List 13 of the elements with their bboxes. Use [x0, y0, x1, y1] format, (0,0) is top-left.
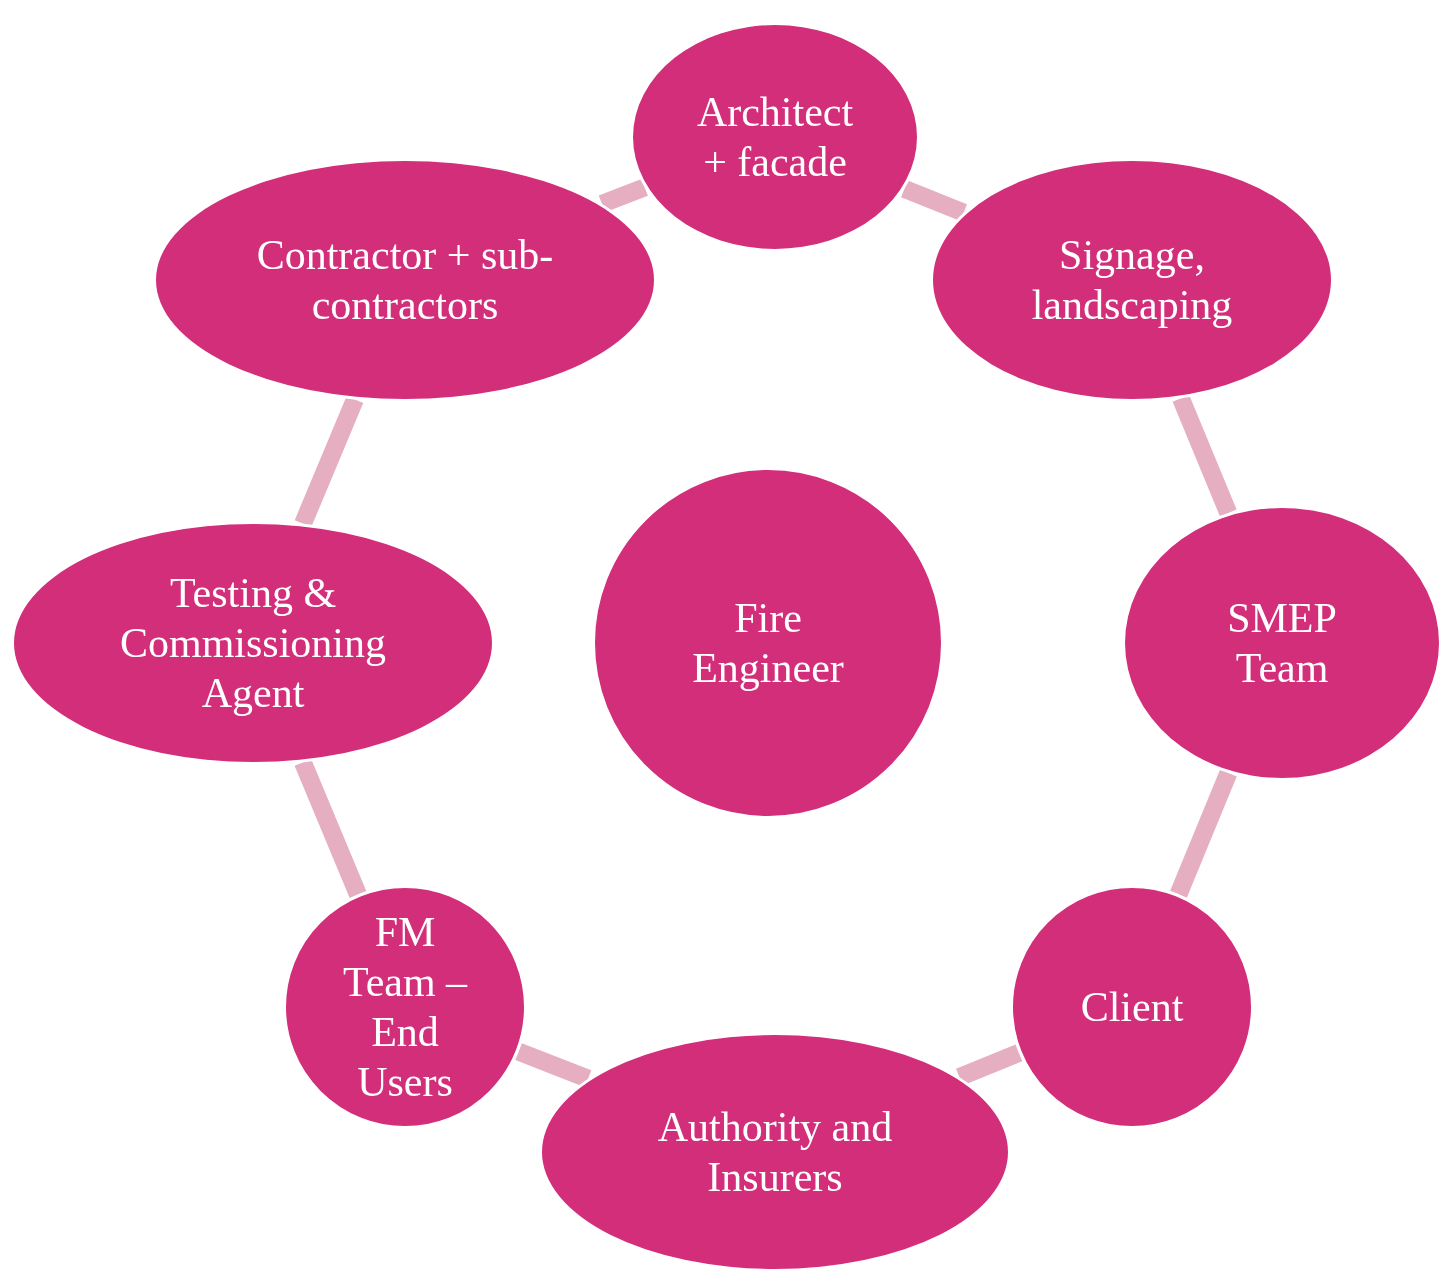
node-label: Signage, landscaping [1030, 231, 1234, 330]
node-label: FM Team – End Users [341, 908, 469, 1107]
connector [901, 180, 967, 221]
node-label: Fire Engineer [691, 594, 845, 693]
node-label: Testing & Commissioning Agent [118, 569, 388, 718]
connector [1170, 769, 1237, 898]
connector [956, 1044, 1023, 1086]
node-label: Architect + facade [695, 88, 855, 187]
connector [515, 1043, 592, 1088]
node-label: SMEP Team [1226, 594, 1338, 693]
node-label: Authority and Insurers [656, 1103, 894, 1202]
node-label: Contractor + sub-contractors [255, 231, 555, 330]
node-label: Client [1080, 983, 1184, 1032]
